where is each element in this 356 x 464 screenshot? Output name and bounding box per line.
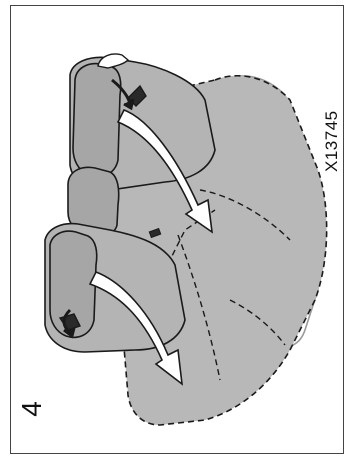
figure-code: X13745 (322, 110, 342, 172)
figure-code-wrap: X13745 (322, 92, 342, 172)
step-number: 4 (15, 395, 49, 423)
